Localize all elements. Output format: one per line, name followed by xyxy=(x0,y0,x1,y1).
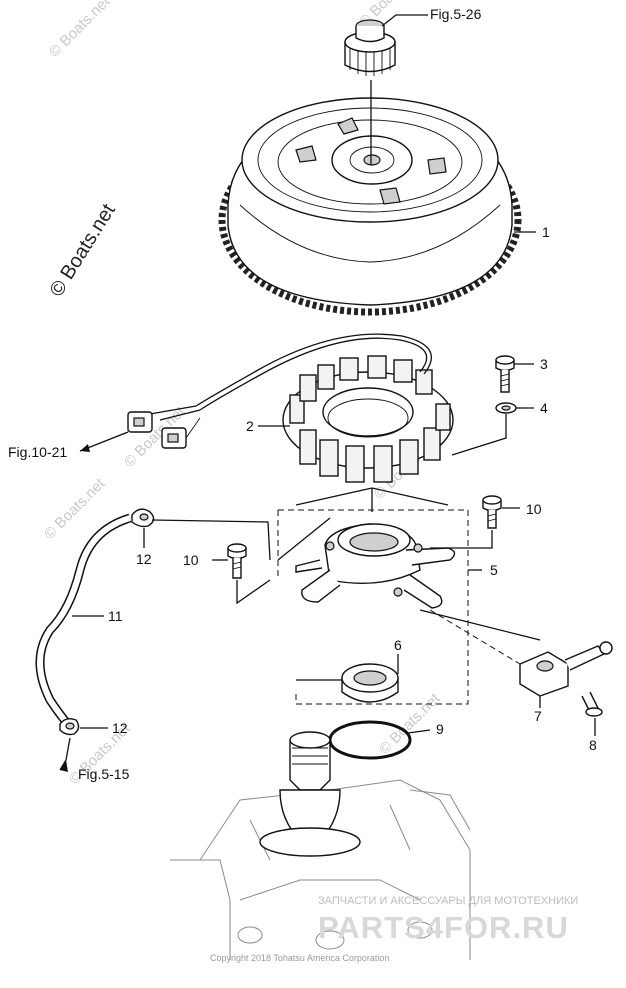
bolt-3 xyxy=(495,355,515,393)
callout-2: 2 xyxy=(246,418,254,434)
figure-references: Fig.5-26 Fig.10-21 Fig.5-15 xyxy=(8,6,482,782)
callout-8: 8 xyxy=(589,737,597,753)
callout-3: 3 xyxy=(540,356,548,372)
callout-11: 11 xyxy=(108,608,123,624)
callout-4: 4 xyxy=(540,400,548,416)
callout-10-left: 10 xyxy=(183,552,199,568)
stator xyxy=(127,333,454,483)
copyright-text: Copyright 2018 Tohatsu America Corporati… xyxy=(210,953,389,963)
callout-labels: 1 2 3 4 5 6 7 8 9 10 10 11 12 12 xyxy=(108,224,597,753)
callout-10-right: 10 xyxy=(526,501,542,517)
flywheel-nut xyxy=(344,19,396,165)
bolt-8 xyxy=(581,691,603,736)
fig-ref-top: Fig.5-26 xyxy=(430,6,482,22)
footer-watermark: ЗАПЧАСТИ И АКСЕССУАРЫ ДЛЯ МОТОТЕХНИКИ PA… xyxy=(210,895,578,963)
fig-ref-left: Fig.10-21 xyxy=(8,444,67,460)
fig-ref-bottom: Fig.5-15 xyxy=(78,766,130,782)
crankshaft xyxy=(259,731,361,857)
washer-4 xyxy=(495,402,517,414)
clamp-12-top xyxy=(131,508,271,561)
callout-7: 7 xyxy=(534,708,542,724)
callout-5: 5 xyxy=(490,562,498,578)
callout-6: 6 xyxy=(394,637,402,653)
callout-12-top: 12 xyxy=(136,551,152,567)
stator-base xyxy=(295,523,456,609)
bolt-10-right xyxy=(430,495,520,549)
watermark-boats-net: © Boats.net xyxy=(46,0,114,61)
oil-seal-6 xyxy=(296,654,399,703)
footer-brand: PARTS4FOR.RU xyxy=(318,910,569,945)
bolt-10-left xyxy=(212,543,271,605)
pulser-sensor-7 xyxy=(419,609,613,708)
side-watermark-boats-net: © Boats.net xyxy=(46,200,120,301)
stator-base-dashed-frame xyxy=(277,509,482,705)
hose-11 xyxy=(35,513,132,725)
callout-12-bottom: 12 xyxy=(112,720,128,736)
flywheel xyxy=(218,97,522,316)
footer-tagline: ЗАПЧАСТИ И АКСЕССУАРЫ ДЛЯ МОТОТЕХНИКИ xyxy=(318,895,578,907)
callout-9: 9 xyxy=(436,721,444,737)
callout-1: 1 xyxy=(542,224,550,240)
